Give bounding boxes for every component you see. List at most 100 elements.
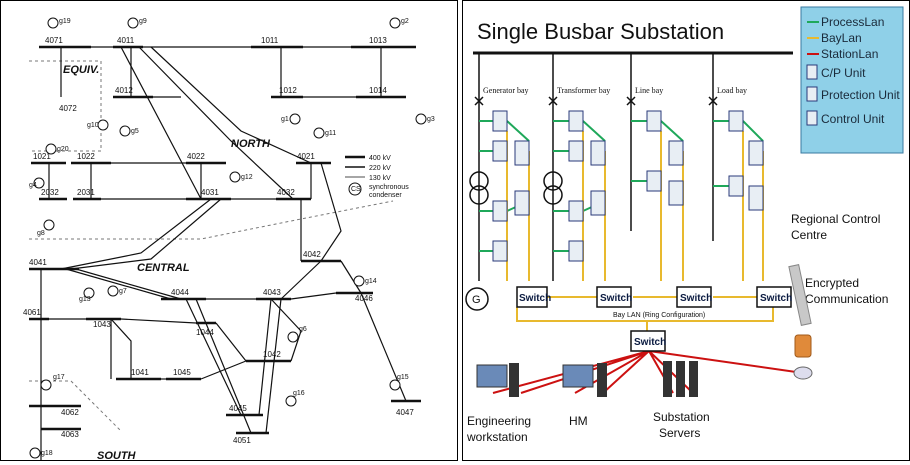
bus-label: 4032 [277,188,295,197]
bus-label: 1043 [93,320,111,329]
ied-unit [514,190,530,216]
firewall-icon [794,334,812,358]
ied-unit [492,200,508,222]
legend-box [800,6,904,154]
bus-label: 4051 [233,436,251,445]
transformer-symbols [469,171,563,205]
station-switch-box [630,330,666,352]
diagram-title: Single Busbar Substation [477,19,724,44]
ied-unit [514,140,530,166]
voltage-legend: CS 400 kV 220 kV 130 kV synchronous cond… [345,155,409,199]
ied-unit [748,140,764,166]
switch-box [756,286,792,308]
engineering-line1: Engineering [467,414,531,428]
server-icon [663,361,672,397]
ied-unit [590,190,606,216]
hm-label: HM [569,414,588,428]
bus-label: 4061 [23,308,41,317]
generator-label: g4 [29,182,37,189]
substation-diagram: Single Busbar Substation Generator bay T… [465,6,904,444]
generator-label: g14 [365,278,377,285]
station-switch-label: Switch [634,337,666,348]
generator-label: g6 [299,326,307,333]
bus-label: 1014 [369,86,387,95]
transmission-lines [40,46,407,460]
bus-label: 1044 [196,328,214,337]
switch-box [516,286,548,308]
ied-unit [668,180,684,206]
bus-label: 4072 [59,104,77,113]
bay-switches: Switch Switch Switch Switch Switch [516,286,792,352]
encryption-path [788,264,813,380]
servers-line2: Servers [659,426,700,440]
bay-label-transformer: Transformer bay [557,86,610,95]
generator-label: g19 [59,18,71,25]
switch-label: Switch [680,293,712,304]
servers-line1: Substation [653,410,710,424]
bus-label: 1045 [173,368,191,377]
bus-label: 4044 [171,288,189,297]
ied-unit [728,175,744,197]
bus-label: 1013 [369,36,387,45]
ied-unit [646,110,662,132]
bus-label: 1011 [261,36,279,45]
legend-cs-line2: condenser [369,192,402,199]
power-system-diagram-panel: 4071 4011 1011 1013 4072 4012 1012 1014 … [0,0,458,462]
switch-box [676,286,712,308]
legend-icon [806,86,818,102]
ied-units [492,110,764,262]
switch-label: Switch [760,293,792,304]
bus-label: 1021 [33,152,51,161]
ied-unit [568,200,584,222]
bus-label: 4041 [29,258,47,267]
bay-label-line: Line bay [635,86,663,95]
bay-feeders [478,53,714,281]
ied-unit [492,110,508,132]
breaker-symbols [474,96,718,106]
station-lan-lines [492,350,804,394]
bus-label: 4022 [187,152,205,161]
engineering-tower-icon [509,363,519,397]
bay-label-load: Load bay [717,86,747,95]
bus-label: 2031 [77,188,95,197]
legend-130kv: 130 kV [369,175,391,182]
region-label-north: NORTH [231,138,271,150]
legend-icon [806,110,818,126]
generator-label: g16 [293,390,305,397]
hm-monitor-icon [562,364,594,388]
legend-cs-line1: synchronous [369,184,409,191]
ied-unit [492,240,508,262]
generator-label: g20 [57,146,69,153]
bay-lan-caption: Bay LAN (Ring Configuration) [613,312,705,319]
bus-label: 4021 [297,152,315,161]
ied-unit [728,110,744,132]
cs-symbol: CS [351,186,361,193]
bus-label: 4012 [115,86,133,95]
legend-icon [806,64,818,80]
bus-label: 4042 [303,250,321,259]
bus-label: 1022 [77,152,95,161]
bus-label: 2032 [41,188,59,197]
bus-label: 1012 [279,86,297,95]
hm-tower-icon [597,363,607,397]
ied-unit [568,110,584,132]
generator-label: g5 [131,128,139,135]
bus-label: 1041 [131,368,149,377]
region-label-central: CENTRAL [137,262,190,274]
generator-label: g9 [139,18,147,25]
north-central-boundary [29,200,394,240]
bus-label: 4011 [117,36,135,45]
encrypted-line2: Communication [805,292,888,306]
ied-unit [568,140,584,162]
ied-unit [492,140,508,162]
server-icon [689,361,698,397]
generator-label: g1 [281,116,289,123]
router-icon [793,366,813,380]
engineering-line2: workstation [466,430,528,444]
switch-label: Switch [519,293,551,304]
generator-label: g3 [427,116,435,123]
generator-symbols [29,17,427,459]
bay-label-generator: Generator bay [483,86,529,95]
generator-label: g2 [401,18,409,25]
ied-unit [568,240,584,262]
